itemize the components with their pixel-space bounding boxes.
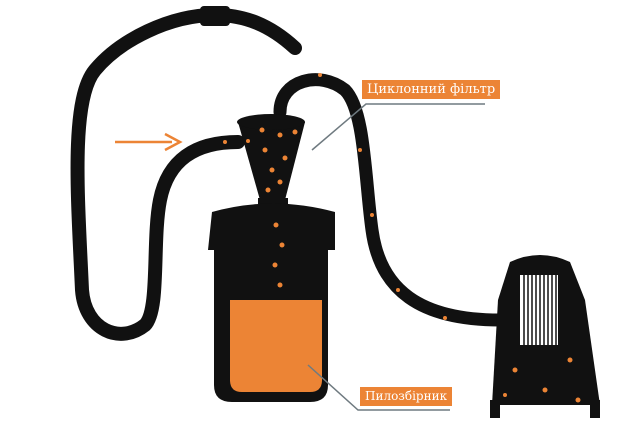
dust-particles [223,73,581,403]
collected-dust [230,300,322,392]
vacuum-cleaner [490,255,600,418]
cyclone-filter-label: Циклонний фільтр [362,80,501,99]
cyclone-cone [238,122,305,200]
dust-collector-label: Пилозбірник [360,387,453,406]
hose-cuff [200,6,230,26]
collector-leader-line [307,364,450,411]
cyclone-leader-line [311,103,485,151]
outlet-hose [273,73,507,327]
airflow-arrow-icon [115,132,183,152]
